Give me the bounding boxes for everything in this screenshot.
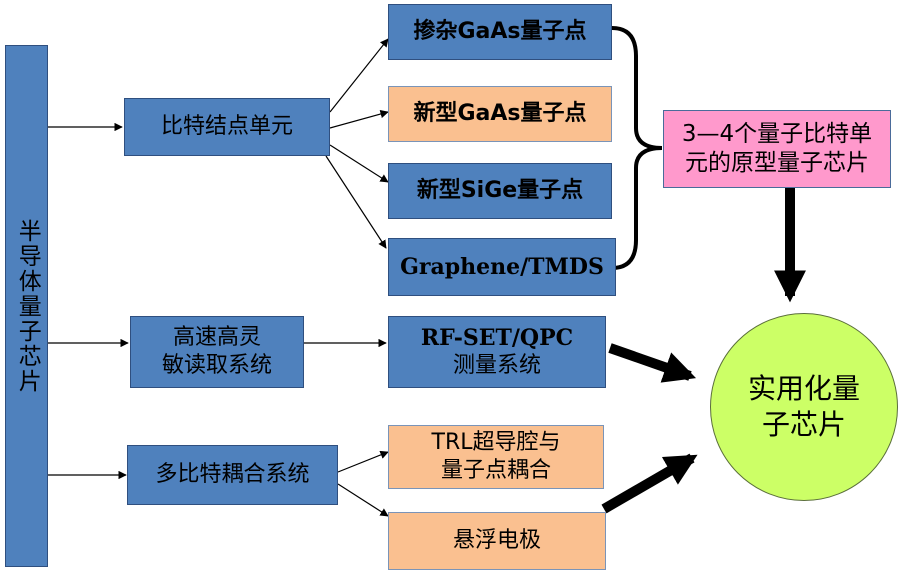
- branch-readout-line2: 敏读取系统: [161, 353, 272, 378]
- arrow-branch1-newgaas: [329, 109, 389, 129]
- branch-readout-line1: 高速高灵: [172, 324, 261, 350]
- leaf-new-gaas-label: 新型GaAs量子点: [413, 100, 587, 126]
- leaf-rfset: RF-SET/QPC 测量系统: [388, 316, 606, 388]
- branch-qubit-unit: 比特结点单元: [124, 98, 330, 156]
- leaf-trl-line1: TRL超导腔与: [431, 429, 561, 455]
- leaf-trl: TRL超导腔与 量子点耦合: [388, 425, 604, 489]
- arrow-branch1-graphene: [325, 155, 387, 249]
- prototype-chip: 3—4个量子比特单 元的原型量子芯片: [663, 110, 891, 188]
- goal-line1: 实用化量: [747, 371, 860, 405]
- leaf-electrode: 悬浮电极: [388, 512, 606, 570]
- arrow-branch1-doped: [329, 38, 389, 113]
- leaf-rfset-line2: 测量系统: [452, 353, 541, 378]
- branch-coupling-label: 多比特耦合系统: [155, 461, 310, 487]
- leaf-electrode-label: 悬浮电极: [452, 527, 541, 553]
- branch-readout: 高速高灵 敏读取系统: [130, 316, 304, 388]
- leaf-graphene: Graphene/TMDS: [388, 238, 616, 296]
- leaf-new-gaas: 新型GaAs量子点: [388, 86, 612, 142]
- goal-line2: 子芯片: [761, 408, 846, 441]
- leaf-new-sige: 新型SiGe量子点: [388, 163, 612, 219]
- leaf-doped-gaas: 掺杂GaAs量子点: [388, 4, 612, 60]
- prototype-line1: 3—4个量子比特单: [681, 120, 873, 147]
- branch-qubit-unit-label: 比特结点单元: [160, 113, 293, 139]
- branch-coupling: 多比特耦合系统: [127, 445, 338, 505]
- arrow-branch3-electrode: [337, 483, 389, 517]
- arrow-branch3-trl: [337, 450, 389, 473]
- leaf-trl-line2: 量子点耦合: [440, 458, 551, 483]
- arrow-branch1-sige: [329, 144, 389, 183]
- arrow-trl-goal: [601, 453, 698, 514]
- root-label: 半导体量子芯片: [14, 218, 41, 394]
- arrow-rfset-goal: [608, 343, 697, 383]
- leaf-new-sige-label: 新型SiGe量子点: [416, 177, 584, 203]
- brace-shape: [611, 26, 663, 270]
- prototype-line2: 元的原型量子芯片: [685, 150, 869, 176]
- goal-practical-chip: 实用化量 子芯片: [710, 313, 898, 501]
- root-node: 半导体量子芯片: [5, 45, 48, 567]
- leaf-graphene-label: Graphene/TMDS: [400, 253, 604, 280]
- leaf-doped-gaas-label: 掺杂GaAs量子点: [413, 18, 587, 44]
- leaf-rfset-line1: RF-SET/QPC: [420, 324, 574, 351]
